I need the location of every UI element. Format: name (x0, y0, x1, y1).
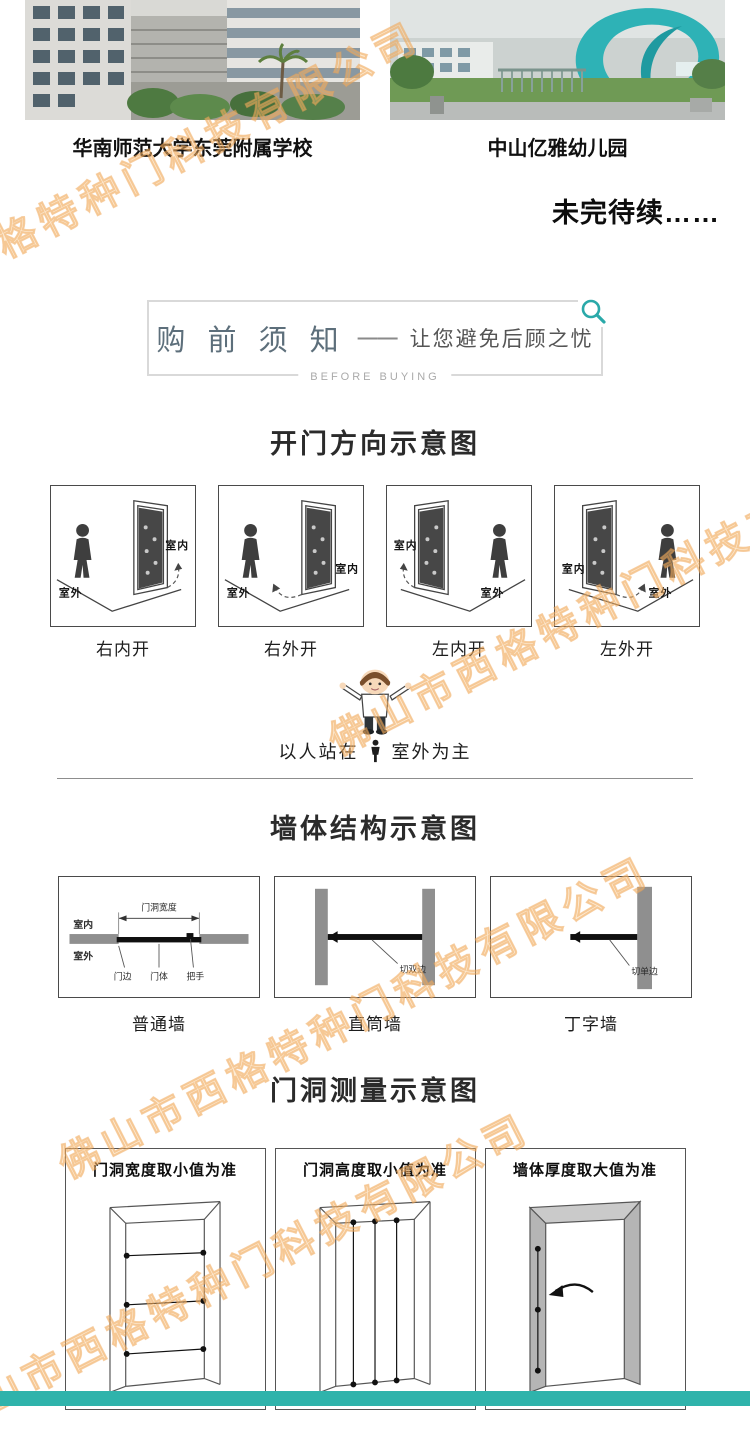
banner-subtitle: 让您避免后顾之忧 (409, 328, 594, 351)
door-direction-labels: 右内开 右外开 左内开 左外开 (0, 635, 750, 660)
door-diagram-label: 左内开 (432, 640, 486, 659)
section-divider (57, 778, 693, 779)
door-handle-label: 把手 (187, 970, 205, 981)
measure-diagram-width: 门洞宽度取小值为准 (64, 1148, 266, 1410)
case-kindergarten: 中山亿雅幼儿园 (390, 0, 725, 161)
indoor-label: 室内 (73, 918, 93, 931)
measure-diagram-title: 门洞宽度取小值为准 (92, 1162, 237, 1179)
door-body-label: 门体 (150, 970, 168, 981)
door-diagram-label: 右外开 (264, 640, 318, 659)
door-diagram-label: 右内开 (96, 640, 150, 659)
cartoon-boy-icon (339, 669, 412, 735)
case-photos-section: 华南师范大学东莞附属学校 中山 (0, 0, 750, 161)
footer-bar (0, 1391, 750, 1406)
wall-structure-diagrams: 室内 室外 门洞宽度 门边 门体 把手 切双边 (0, 876, 750, 998)
banner-subtitle-en: BEFORE BUYING (298, 371, 452, 383)
door-diagram-right-outward: 室内 室外 (218, 485, 364, 627)
indoor-label: 室内 (394, 538, 418, 552)
photo-caption: 中山亿雅幼儿园 (487, 138, 628, 160)
before-buying-banner: 购 前 须 知 —— 让您避免后顾之忧 BEFORE BUYING (147, 296, 609, 383)
outdoor-label: 室外 (649, 585, 673, 599)
measure-diagram-title: 墙体厚度取大值为准 (512, 1162, 657, 1179)
door-measure-diagrams: 门洞宽度取小值为准 门洞高度取小值为准 (0, 1148, 750, 1410)
school-photo-image (25, 0, 360, 120)
standing-note: 以人站在 室外为主 (0, 738, 750, 764)
outdoor-label: 室外 (73, 950, 93, 963)
person-icon (370, 739, 380, 763)
to-be-continued-text: 未完待续…… (552, 198, 720, 228)
wall-diagram-normal: 室内 室外 门洞宽度 门边 门体 把手 (58, 876, 260, 998)
outdoor-label: 室外 (227, 585, 251, 599)
note-prefix: 以人站在 (278, 742, 359, 762)
door-diagram-right-inward: 室内 室外 (50, 485, 196, 627)
wall-diagram-straight: 切双边 (274, 876, 476, 998)
door-direction-diagrams: 室内 室外 室内 室外 (0, 485, 750, 627)
note-suffix: 室外为主 (391, 742, 472, 762)
door-edge-label: 门边 (114, 970, 132, 981)
cut-both-sides-label: 切双边 (400, 964, 427, 974)
door-measure-title: 门洞测量示意图 (270, 1076, 480, 1106)
measure-diagram-thickness: 墙体厚度取大值为准 (484, 1148, 686, 1410)
wall-diagram-label: 直筒墙 (348, 1015, 402, 1034)
wall-structure-labels: 普通墙 直筒墙 丁字墙 (0, 1010, 750, 1035)
indoor-label: 室内 (335, 562, 359, 576)
measure-diagram-height: 门洞高度取小值为准 (274, 1148, 476, 1410)
kindergarten-photo-image (390, 0, 725, 120)
width-dimension-label: 门洞宽度 (141, 901, 177, 912)
wall-structure-title: 墙体结构示意图 (270, 814, 480, 844)
banner-dash: —— (357, 326, 398, 349)
door-direction-title: 开门方向示意图 (270, 429, 480, 459)
door-diagram-label: 左外开 (600, 640, 654, 659)
wall-diagram-tee: 切单边 (490, 876, 692, 998)
case-school: 华南师范大学东莞附属学校 (25, 0, 360, 161)
magnifier-icon (578, 296, 609, 327)
door-diagram-left-outward: 室内 室外 (554, 485, 700, 627)
banner-title: 购 前 须 知 (156, 325, 346, 357)
indoor-label: 室内 (165, 538, 189, 552)
measure-diagram-title: 门洞高度取小值为准 (302, 1162, 447, 1179)
mascot-illustration (0, 662, 750, 736)
outdoor-label: 室外 (481, 585, 505, 599)
cut-one-side-label: 切单边 (631, 965, 658, 976)
outdoor-label: 室外 (59, 585, 83, 599)
door-diagram-left-inward: 室内 室外 (386, 485, 532, 627)
photo-caption: 华南师范大学东莞附属学校 (72, 138, 313, 160)
indoor-label: 室内 (562, 562, 586, 576)
wall-diagram-label: 普通墙 (132, 1015, 186, 1034)
wall-diagram-label: 丁字墙 (564, 1015, 618, 1034)
